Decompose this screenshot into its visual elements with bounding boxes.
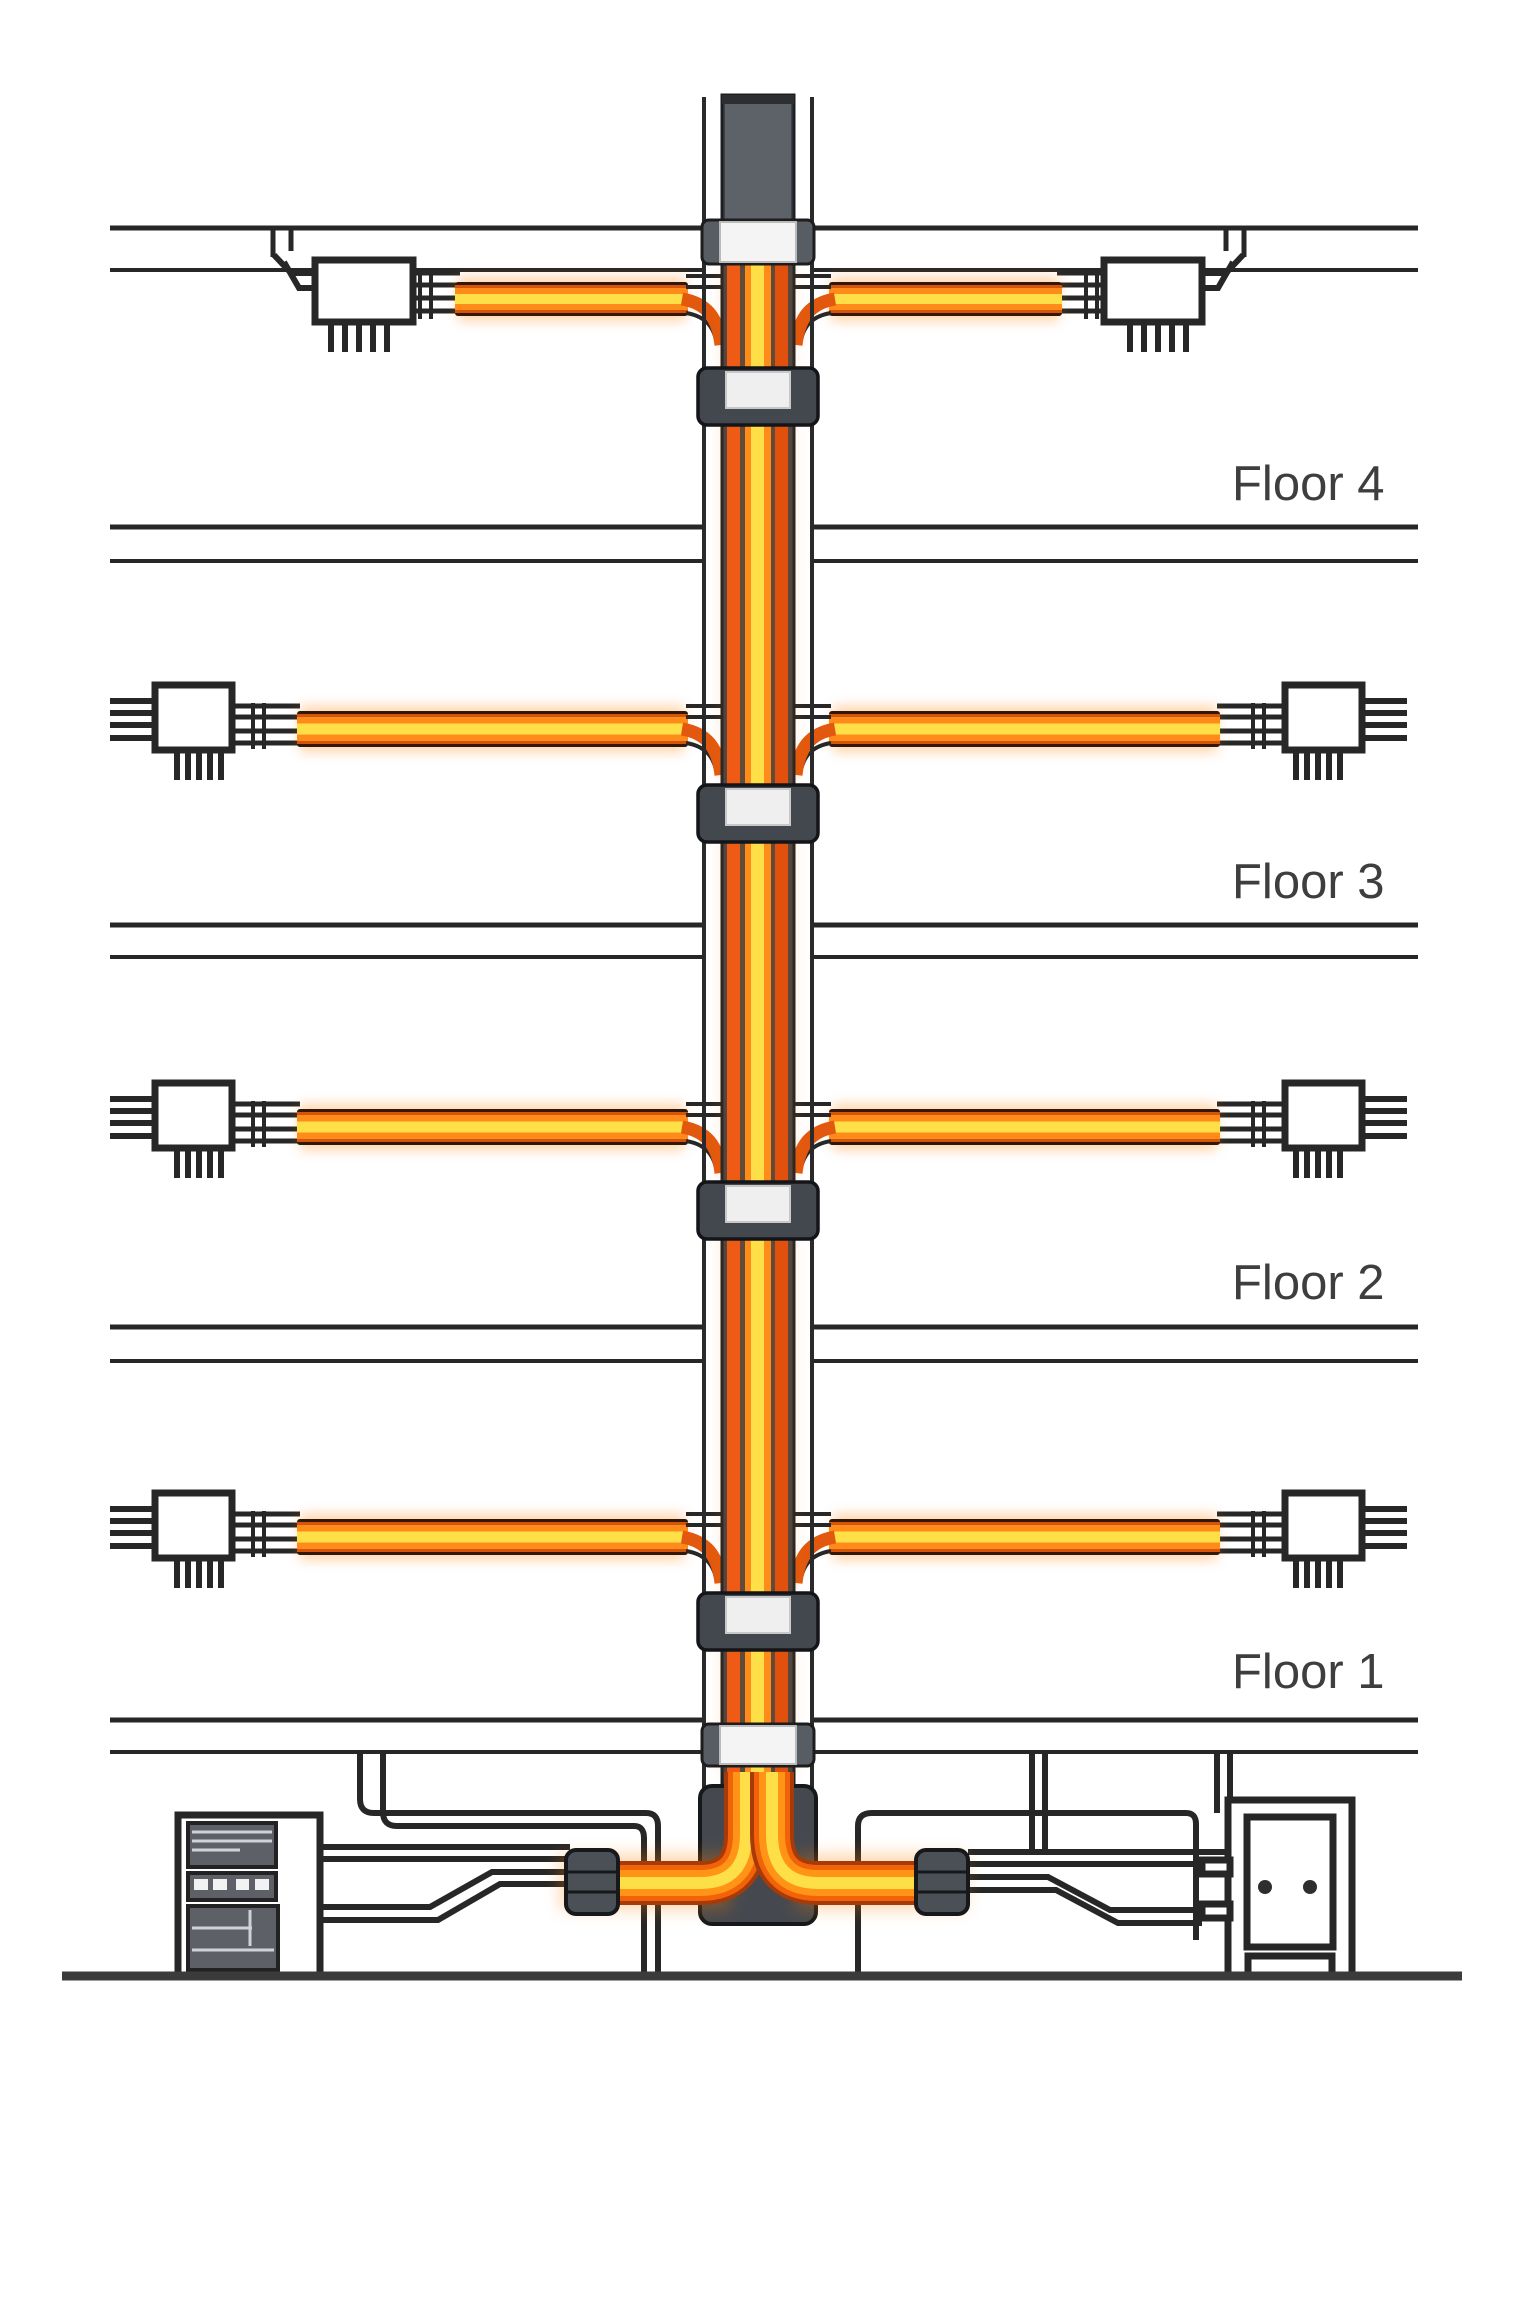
coupling-to-outlet-wires bbox=[968, 1849, 1228, 1867]
pipe-clamp-floor2 bbox=[696, 1180, 820, 1241]
left-coupling bbox=[564, 1848, 620, 1916]
floor-label-3: Floor 3 bbox=[1232, 855, 1385, 909]
outlet-dot-right bbox=[1303, 1880, 1317, 1894]
right-slab-drops-mid bbox=[1029, 1752, 1048, 1852]
pipe-clamp-floor4 bbox=[696, 366, 820, 427]
riser-cable-yellow-core bbox=[751, 262, 764, 1778]
left-coupling-ribs bbox=[566, 1870, 618, 1894]
right-coupling bbox=[914, 1848, 970, 1916]
pipe-clamp-floor1 bbox=[696, 1591, 820, 1652]
coupling-step-wires bbox=[968, 1874, 1202, 1926]
server-cabinet bbox=[174, 1811, 324, 1981]
control-buttons bbox=[194, 1879, 269, 1890]
cabinet-top-wires bbox=[320, 1844, 570, 1862]
vent-slats bbox=[192, 1830, 272, 1852]
floor1-right-run bbox=[795, 1493, 1407, 1588]
slab-collar-band bbox=[719, 1725, 797, 1765]
floor-slabs bbox=[110, 225, 1418, 1754]
riser-top-cap bbox=[722, 95, 794, 104]
wall-outlet-panel bbox=[1198, 1796, 1356, 1979]
cable-riser bbox=[702, 93, 814, 1792]
floor2-left-run bbox=[110, 1083, 722, 1178]
floor3-left-run bbox=[110, 685, 722, 780]
floor1-left-run bbox=[110, 1493, 722, 1588]
left-elbow-cable bbox=[612, 1772, 768, 1905]
riser-cable-red-left bbox=[727, 262, 740, 1778]
lower-panel-lines bbox=[192, 1910, 274, 1952]
outlet-tab-upper bbox=[1198, 1856, 1234, 1878]
cabinet-step-wires bbox=[320, 1869, 570, 1923]
floor-label-4: Floor 4 bbox=[1232, 457, 1385, 511]
basement-wiring bbox=[320, 1752, 1233, 1973]
riser-top-segment bbox=[725, 99, 791, 225]
floor-label-1: Floor 1 bbox=[1232, 1645, 1385, 1699]
outlet-dot-left bbox=[1258, 1880, 1272, 1894]
bottom-tee-assembly bbox=[560, 1772, 970, 1926]
floor-label-2: Floor 2 bbox=[1232, 1256, 1385, 1310]
left-drop-bracket-outer bbox=[357, 1754, 661, 1973]
left-drop-bracket-inner bbox=[380, 1754, 647, 1973]
floor4-left-run bbox=[273, 228, 722, 352]
floor4-right-run bbox=[795, 228, 1244, 352]
outlet-tab-lower bbox=[1198, 1900, 1234, 1922]
right-coupling-ribs bbox=[916, 1870, 968, 1894]
cabinet-vent-panel bbox=[186, 1821, 278, 1869]
floor2-right-run bbox=[795, 1083, 1407, 1178]
cabinet-lower-panel bbox=[186, 1904, 280, 1972]
top-collar-band bbox=[719, 221, 797, 263]
floor-labels: Floor 4 Floor 3 Floor 2 Floor 1 bbox=[1232, 457, 1385, 1699]
floor3-right-run bbox=[795, 685, 1407, 780]
right-elbow-cable bbox=[750, 1772, 924, 1905]
pipe-clamp-floor3 bbox=[696, 783, 820, 844]
outlet-face bbox=[1243, 1813, 1337, 1951]
riser-cable-red-right bbox=[775, 262, 788, 1778]
riser-fittings bbox=[696, 218, 820, 1768]
